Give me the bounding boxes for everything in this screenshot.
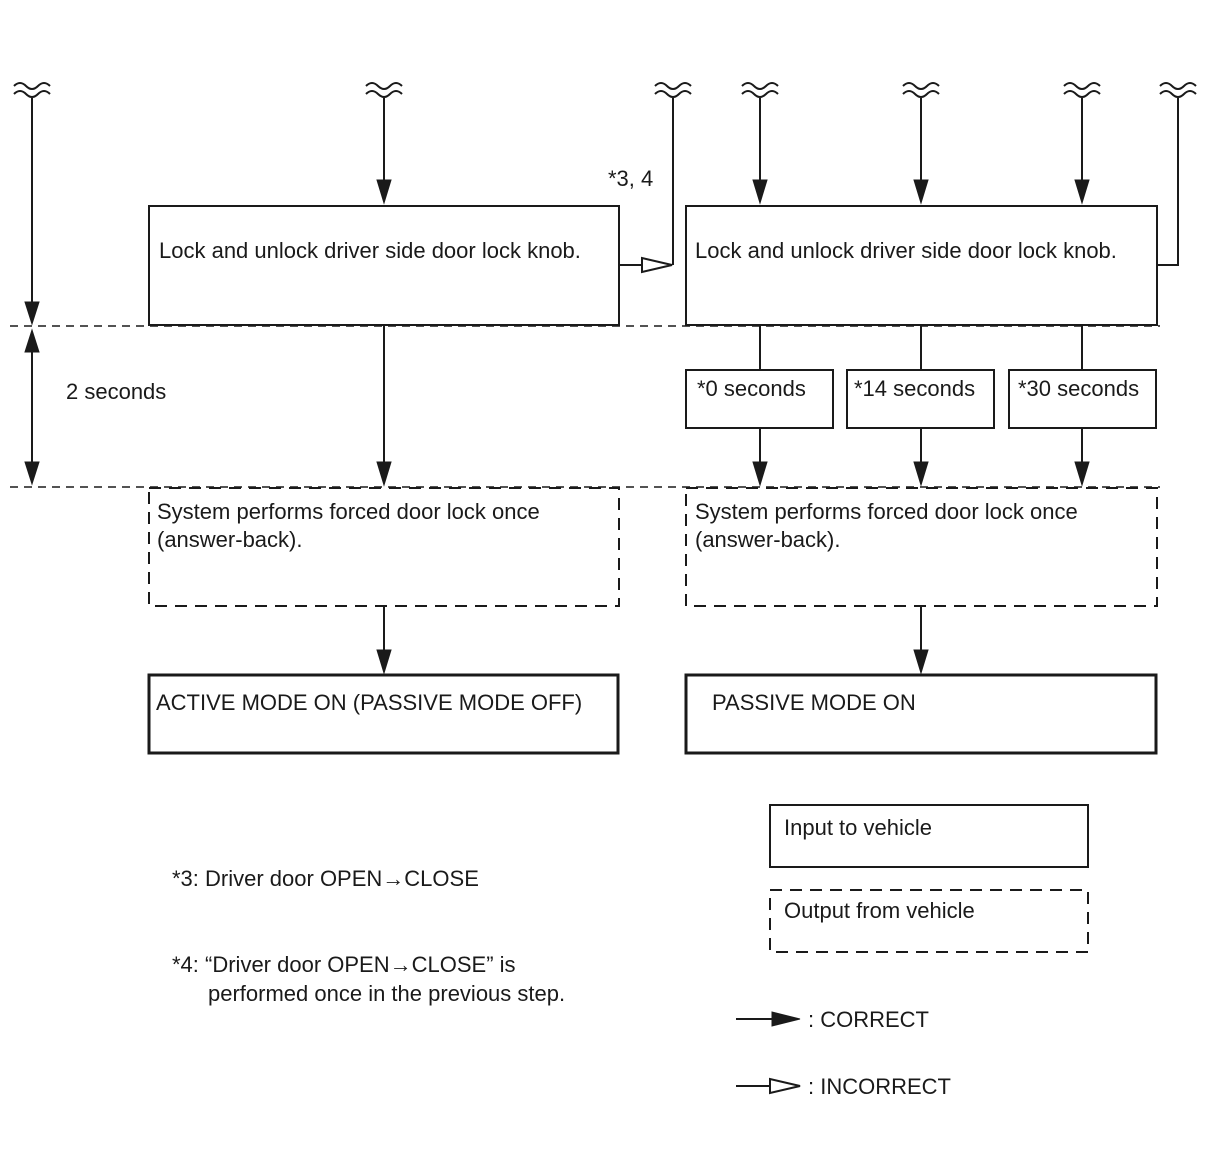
incorrect-condition-label: *3, 4 — [608, 166, 653, 191]
continuation-break-marks — [13, 82, 1197, 98]
left-flow-arrowhead — [376, 461, 392, 487]
break-mark-left-box — [365, 82, 403, 98]
input-box-left-text: Lock and unlock driver side door lock kn… — [159, 238, 581, 263]
break-mark-incorrect — [654, 82, 692, 98]
break-mark-right-2 — [902, 82, 940, 98]
footnote-4-line1: *4: “Driver door OPEN→CLOSE” is — [172, 952, 516, 977]
legend-output-swatch — [769, 889, 1089, 953]
input-box-right-text: Lock and unlock driver side door lock kn… — [695, 238, 1117, 263]
output-box-right — [685, 487, 1158, 607]
footnote-3: *3: Driver door OPEN→CLOSE — [172, 866, 479, 891]
delay-box-14-text: *14 seconds — [854, 376, 975, 401]
input-box-left — [148, 205, 620, 326]
break-mark-far-right — [1159, 82, 1197, 98]
result-box-passive-text: PASSIVE MODE ON — [712, 690, 916, 715]
delay-box-14 — [846, 369, 995, 429]
break-mark-right-1 — [741, 82, 779, 98]
break-mark-right-3 — [1063, 82, 1101, 98]
legend-input-swatch — [769, 804, 1089, 868]
result-box-active-text: ACTIVE MODE ON (PASSIVE MODE OFF) — [156, 690, 582, 715]
legend: Input to vehicle Output from vehicle : C… — [736, 804, 1089, 1099]
delay-branches: *0 seconds *14 seconds *30 seconds — [685, 325, 1157, 487]
legend-correct-label: : CORRECT — [808, 1007, 929, 1032]
output-box-right-line2: (answer-back). — [695, 527, 840, 552]
output-box-right-line1: System performs forced door lock once — [695, 499, 1078, 524]
delay-box-0 — [685, 369, 834, 429]
output-box-left-line2: (answer-back). — [157, 527, 302, 552]
repeat-path-line — [1157, 98, 1179, 266]
timing-label: 2 seconds — [66, 379, 166, 404]
break-mark-far-left — [13, 82, 51, 98]
legend-input-label: Input to vehicle — [784, 815, 932, 840]
legend-incorrect-label: : INCORRECT — [808, 1074, 951, 1099]
footnote-4-line2: performed once in the previous step. — [208, 981, 565, 1006]
delay-box-30-text: *30 seconds — [1018, 376, 1139, 401]
timing-axis: 2 seconds — [24, 98, 166, 486]
input-arrows — [376, 98, 1090, 205]
output-box-left-line1: System performs forced door lock once — [157, 499, 540, 524]
input-box-right — [685, 205, 1158, 326]
delay-box-0-text: *0 seconds — [697, 376, 806, 401]
incorrect-path: *3, 4 — [608, 98, 674, 274]
result-box-active — [147, 673, 620, 755]
result-box-passive — [684, 673, 1158, 755]
delay-box-30 — [1008, 369, 1157, 429]
legend-output-label: Output from vehicle — [784, 898, 975, 923]
